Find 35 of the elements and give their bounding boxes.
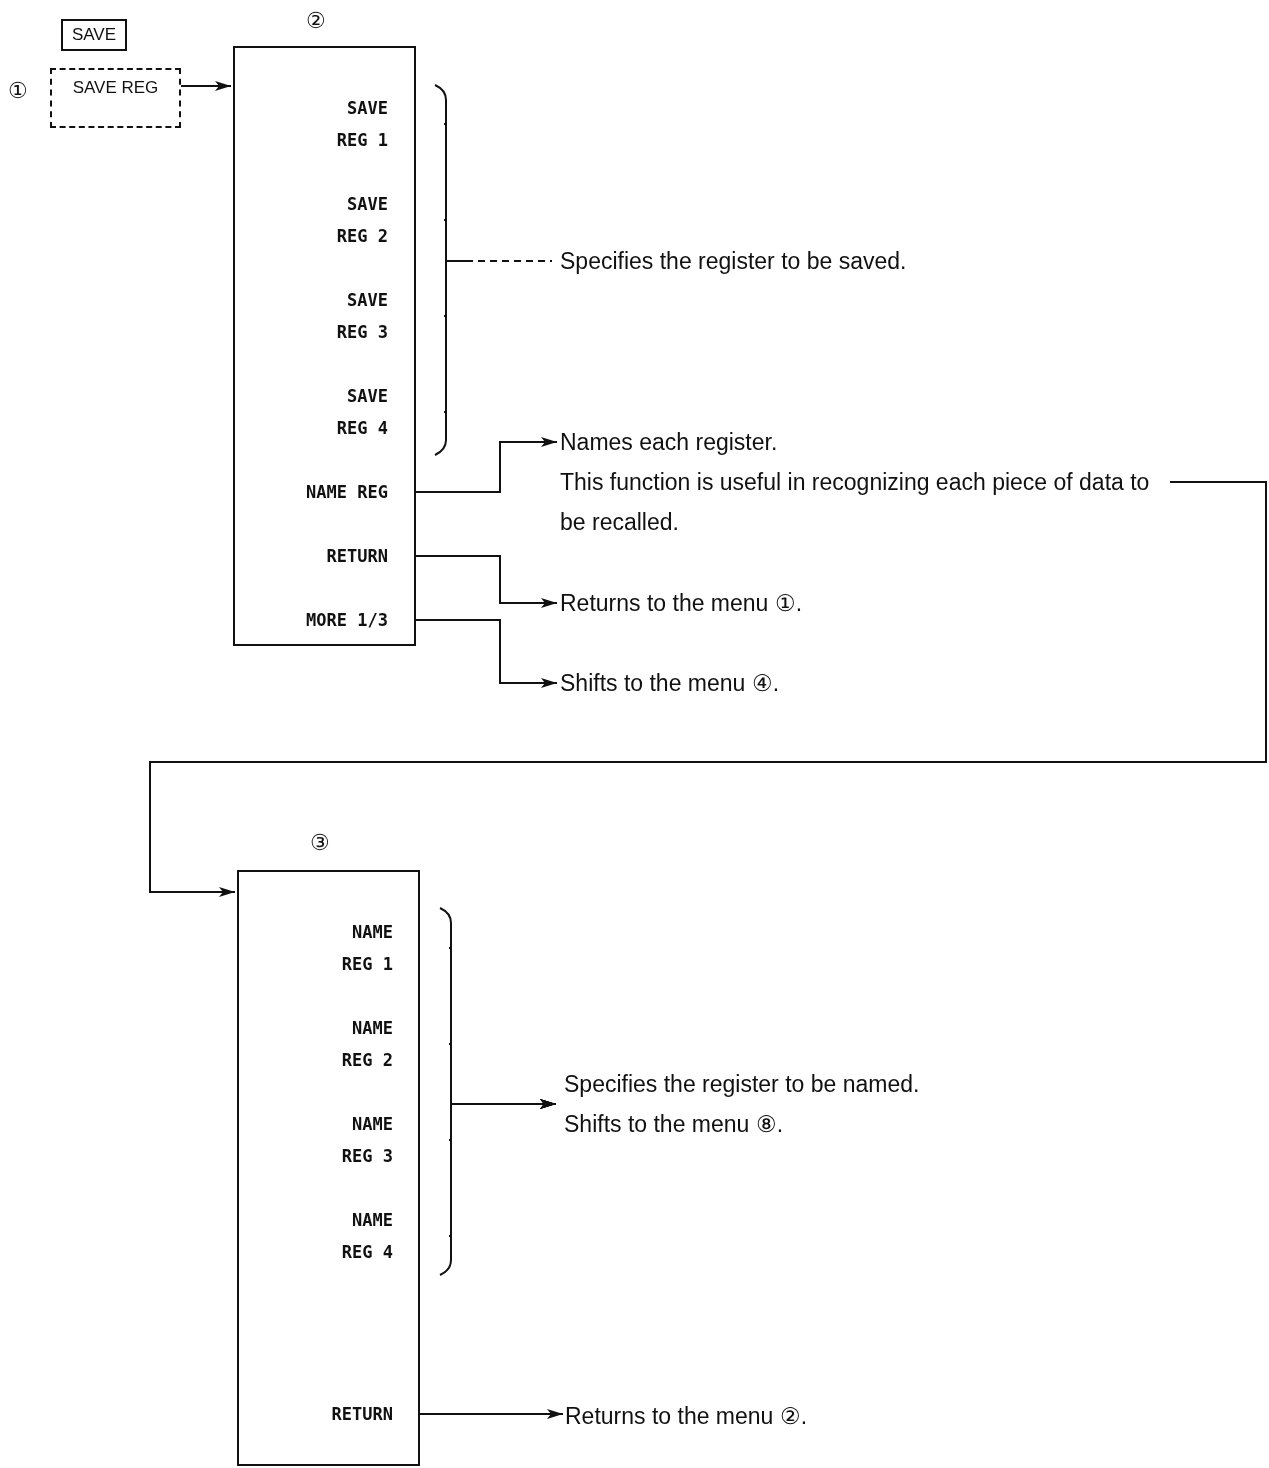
softkey-label: NAME REG <box>306 476 414 508</box>
description-text: Shifts to the menu ④. <box>560 663 780 703</box>
softkey-label: SAVE REG 3 <box>336 284 444 348</box>
menu-panel <box>233 46 416 646</box>
key-box: SAVE <box>61 19 127 51</box>
description-text: Specifies the register to be named. <box>564 1070 920 1099</box>
menu-number: ③ <box>310 830 330 856</box>
arrow <box>448 1099 557 1237</box>
arrow <box>180 81 232 91</box>
softkey-box: SAVE REG <box>50 68 181 128</box>
softkey-label: SAVE REG 1 <box>336 92 444 156</box>
arrow <box>413 619 558 688</box>
softkey-label: NAME REG 4 <box>341 1204 449 1268</box>
softkey-label: SAVE REG 2 <box>336 188 444 252</box>
description-text: Specifies the register to be saved. <box>560 241 907 281</box>
arrow <box>413 555 558 608</box>
softkey-label: MORE 1/3 <box>306 604 414 636</box>
softkey-label: RETURN <box>326 540 414 572</box>
arrow <box>417 1409 564 1419</box>
softkey-label: NAME REG 3 <box>341 1108 449 1172</box>
menu-number: ② <box>306 8 326 34</box>
leader-line <box>443 260 553 413</box>
softkey-label: RETURN <box>331 1398 418 1430</box>
arrow <box>149 481 1267 897</box>
description-text: Shifts to the menu ⑧. <box>564 1110 784 1139</box>
arrow <box>413 437 558 493</box>
softkey-label: NAME REG 2 <box>341 1012 449 1076</box>
description-text: Returns to the menu ①. <box>560 583 803 623</box>
description-text: This function is useful in recognizing each piece of data to be recalled. <box>560 468 1151 537</box>
description-text: Returns to the menu ②. <box>565 1396 808 1436</box>
menu-number: ① <box>8 78 28 104</box>
softkey-label: NAME REG 1 <box>341 916 449 980</box>
description-text: Names each register. <box>560 428 778 457</box>
softkey-label: SAVE REG 4 <box>336 380 444 444</box>
menu-panel <box>237 870 420 1466</box>
